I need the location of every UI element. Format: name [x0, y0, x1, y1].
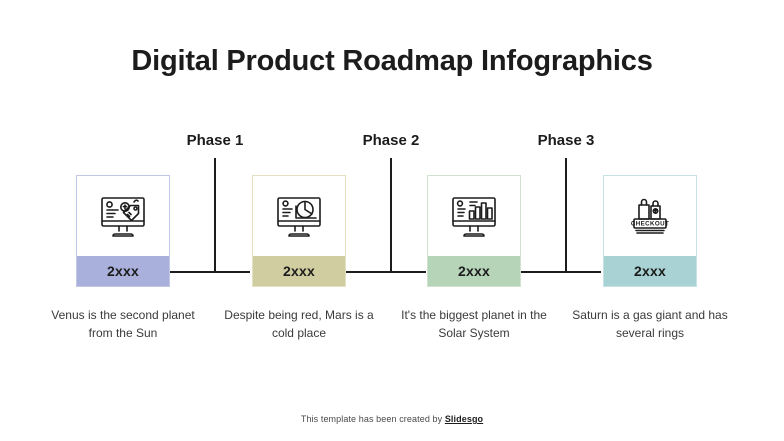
monitor-bar-chart-icon: [428, 176, 520, 258]
milestone-caption-2: Despite being red, Mars is a cold place: [224, 308, 374, 340]
phase-label-1: Phase 1: [186, 132, 244, 149]
milestone-year-4: 2xxx: [604, 256, 696, 286]
milestone-caption-4: Saturn is a gas giant and has several ri…: [572, 308, 728, 340]
connector-segment-1: [164, 271, 250, 273]
phase-connector-1: [214, 158, 216, 272]
svg-text:CHECKOUT: CHECKOUT: [631, 221, 669, 228]
milestone-year-2: 2xxx: [253, 256, 345, 286]
checkout-shopping-bag-icon: CHECKOUT: [604, 176, 696, 258]
footer-text: This template has been created by: [300, 414, 445, 424]
monitor-pie-chart-icon: [253, 176, 345, 258]
milestone-card-3[interactable]: 2xxx: [427, 175, 521, 287]
phase-label-2: Phase 2: [362, 132, 420, 149]
milestone-card-1[interactable]: 2xxx: [76, 175, 170, 287]
milestone-year-1: 2xxx: [77, 256, 169, 286]
milestone-caption-1: Venus is the second planet from the Sun: [51, 308, 195, 340]
milestone-card-2[interactable]: 2xxx: [252, 175, 346, 287]
monitor-price-tags-icon: [77, 176, 169, 258]
phase-connector-2: [390, 158, 392, 272]
footer-credit: This template has been created by Slides…: [0, 414, 784, 424]
connector-segment-3: [519, 271, 601, 273]
milestone-card-4[interactable]: CHECKOUT 2xxx: [603, 175, 697, 287]
phase-label-3: Phase 3: [537, 132, 595, 149]
page-title: Digital Product Roadmap Infographics: [131, 45, 653, 77]
slidesgo-link[interactable]: Slidesgo: [444, 414, 484, 424]
milestone-caption-3: It's the biggest planet in the Solar Sys…: [401, 308, 547, 340]
phase-connector-3: [565, 158, 567, 272]
milestone-year-3: 2xxx: [428, 256, 520, 286]
connector-segment-2: [344, 271, 426, 273]
